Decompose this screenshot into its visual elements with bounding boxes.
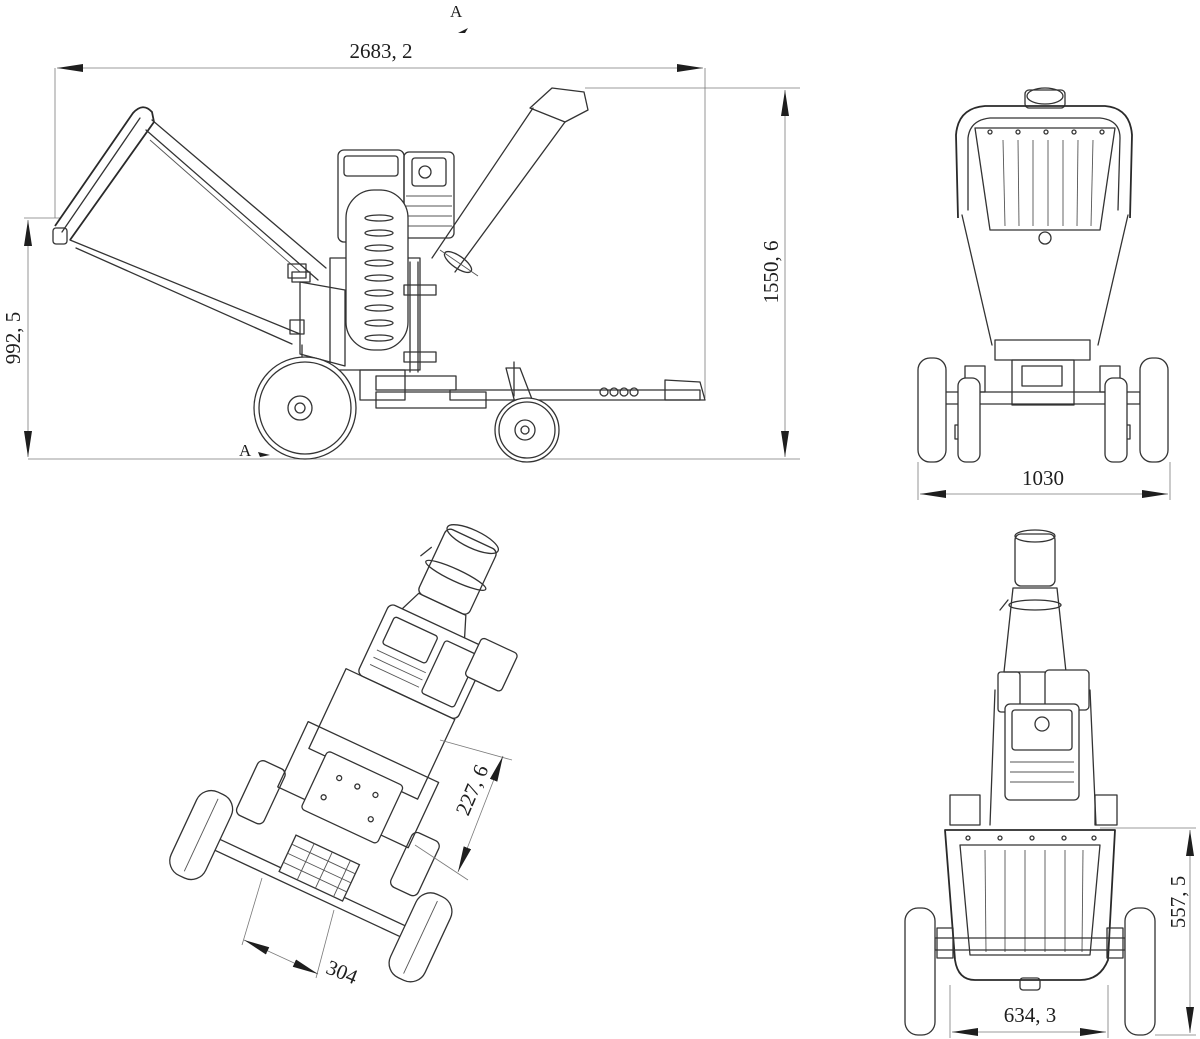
- hopper-height-label: 992, 5: [1, 312, 25, 365]
- dimension-track-width: 634, 3: [949, 985, 1109, 1038]
- front-hopper: [955, 87, 1133, 346]
- rear-height-label: 557, 5: [1166, 876, 1190, 929]
- discharge-chute: [431, 87, 589, 277]
- iso-machine: [169, 524, 518, 983]
- dimension-overall-length: 2683, 2: [54, 39, 706, 398]
- isometric-view: 227, 6 304: [169, 524, 518, 989]
- iso-body: [235, 668, 456, 897]
- overall-width-label: 1030: [1022, 466, 1064, 490]
- section-label-a-top: A: [450, 2, 463, 21]
- dimension-iso-1: 227, 6: [414, 739, 513, 881]
- dimension-overall-width: 1030: [917, 462, 1171, 500]
- section-label-a-bottom: A: [239, 441, 252, 460]
- side-view: A A 2683, 2 1550, 6 992, 5: [1, 2, 800, 463]
- feed-hopper: [52, 106, 346, 367]
- front-view: 1030: [917, 87, 1171, 500]
- overall-height-label: 1550, 6: [759, 241, 783, 304]
- rear-discharge-chute: [999, 529, 1067, 673]
- section-arrow-top: [458, 28, 468, 33]
- trailer-frame: [301, 344, 706, 409]
- iso-engine: [358, 604, 518, 719]
- front-wheels: [917, 357, 1169, 463]
- rear-view: 557, 5 634, 3: [904, 529, 1196, 1038]
- iso-axle: [211, 834, 409, 939]
- iso-dimension-2-label: 304: [323, 955, 362, 989]
- iso-wheels: [169, 789, 453, 983]
- dimension-rear-height: 557, 5: [1100, 827, 1196, 1036]
- iso-dimension-1-label: 227, 6: [451, 761, 494, 819]
- support-posts: [291, 261, 437, 373]
- rear-axle: [934, 927, 1126, 959]
- dimension-hopper-height: 992, 5: [1, 217, 60, 457]
- rear-engine: [949, 669, 1118, 826]
- caster-wheel: [494, 361, 560, 463]
- track-width-label: 634, 3: [1004, 1003, 1057, 1027]
- cutter-housing: [329, 189, 421, 371]
- rear-wheels: [904, 907, 1156, 1036]
- overall-length-label: 2683, 2: [350, 39, 413, 63]
- section-arrow-bottom: [258, 452, 270, 457]
- rear-hopper: [944, 829, 1116, 991]
- main-wheel: [253, 356, 357, 460]
- engine: [337, 149, 455, 243]
- dimension-overall-height: 1550, 6: [28, 87, 800, 460]
